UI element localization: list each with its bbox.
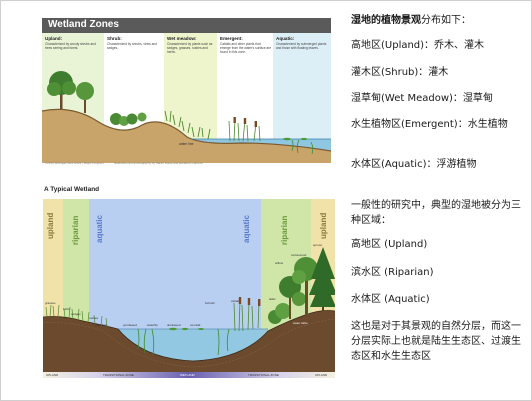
annotation: forbs: [63, 307, 70, 311]
annotation: reed flats: [95, 323, 108, 327]
heading-bold: 湿地的植物景观: [351, 15, 421, 26]
zone-label: Aquatic:: [276, 36, 295, 41]
typical-wetland-title: A Typical Wetland: [44, 186, 100, 193]
zone-list-item: 湿草甸(Wet Meadow)：湿草甸: [351, 93, 493, 104]
annotation: duckweed: [167, 323, 181, 327]
tree-icon: [292, 257, 318, 315]
band-label-riparian: riparian: [71, 215, 80, 245]
annotation: water table: [293, 321, 308, 325]
water-table-line: [43, 318, 335, 368]
zone-label: Upland:: [45, 36, 63, 41]
heading-line: 湿地的植物景观分布如下：: [351, 13, 526, 28]
annotation: bulrush: [205, 301, 215, 305]
heading-rest: 分布如下：: [421, 15, 471, 26]
soil-layer: [42, 109, 331, 163]
annotation: spruce: [313, 243, 323, 247]
zone-description: Characterized by plants such as sedges, …: [167, 42, 213, 54]
annotation: waterlily: [147, 323, 158, 327]
zone-description: Characterized by submerged plants and th…: [276, 42, 327, 50]
bar-label-transitional: TRANSITIONAL ZONE: [103, 373, 134, 377]
terrain-illustration: [42, 71, 331, 163]
zone-label: Shrub:: [107, 36, 122, 41]
zone-label: Emergent:: [220, 36, 243, 41]
region-list-item: 滨水区 (Riparian): [351, 267, 434, 278]
zone-emergent: Emergent: Cattails and other plants that…: [217, 33, 273, 151]
zone-label: Wet meadow:: [167, 36, 197, 41]
cattail-icon: [233, 297, 261, 332]
zone-description: Cattails and other plants that emerge fr…: [220, 42, 272, 54]
zone-list-item: 水体区(Aquatic)：浮游植物: [351, 159, 477, 170]
zone-aquatic: Aquatic: Characterized by submerged plan…: [273, 33, 331, 151]
ground-line: [43, 310, 335, 362]
annotation: cottonwood: [291, 253, 307, 257]
figure-credit: Illustration and photography by Sarah Ro…: [114, 161, 203, 165]
soil-layer: [43, 310, 335, 372]
bar-label-upland: UPLAND: [315, 373, 328, 377]
typical-wetland-figure: upland riparian aquatic aquatic riparian…: [43, 199, 335, 383]
annotation: willow: [275, 261, 284, 265]
annotation: pondweed: [123, 323, 137, 327]
zone-description: Characterized by woody shrubs and trees …: [45, 42, 96, 50]
shrub-icon: [110, 112, 147, 126]
water-level-label: water line: [179, 142, 194, 146]
annotation: coontail: [190, 323, 201, 327]
band-label-upland: upland: [319, 212, 328, 239]
annotation: rushes: [89, 316, 99, 320]
intro-paragraph: 一般性的研究中，典型的湿地被分为三种区域：: [351, 200, 521, 226]
annotation: alder: [269, 297, 276, 301]
ground-line: [42, 108, 331, 152]
zone-description: Characterized by shrubs, vines and sedge…: [107, 42, 157, 50]
annotation: sedges: [71, 312, 81, 316]
annotation: grasses: [45, 301, 56, 305]
band-label-aquatic: aquatic: [95, 214, 104, 243]
band-label-upland: upland: [46, 212, 55, 239]
region-list-item: 水体区 (Aquatic): [351, 294, 430, 305]
figure-title: Wetland Zones: [48, 19, 119, 30]
grass-icon: [164, 110, 211, 140]
figure-title-bar: Wetland Zones: [42, 18, 331, 33]
band-label-riparian: riparian: [280, 215, 289, 245]
spruce-icon: [309, 247, 335, 311]
zone-list-item: 灌木区(Shrub)：灌木: [351, 67, 449, 78]
tree-icon: [76, 82, 94, 113]
aquatic-plant-icon: [137, 327, 230, 356]
grass-icon: [45, 304, 108, 328]
bar-label-transitional: TRANSITIONAL ZONE: [248, 373, 279, 377]
band-label-aquatic: aquatic: [242, 214, 251, 243]
aquatic-plant-icon: [283, 137, 314, 155]
region-list-item: 高地区 (Upland): [351, 239, 428, 250]
closing-paragraph: 这也是对于其景观的自然分层，而这一分层实际上也就是陆生生态区、过渡生态区和水生生…: [351, 321, 521, 362]
cattail-icon: [228, 117, 261, 142]
zone-gradient-bar: [43, 372, 335, 378]
figure-credit: ©2010 Michigan Sea Grant / Major Program: [45, 161, 104, 165]
zone-list-item: 高地区(Upland)：乔木、灌木: [351, 40, 485, 51]
bar-label-wetland: WETLAND: [180, 373, 195, 377]
tree-icon: [47, 71, 76, 109]
annotation: cattail: [231, 299, 239, 303]
wetland-zones-figure: Wetland Zones Upland: Characterized by w…: [42, 18, 331, 168]
zone-list-item: 水生植物区(Emergent)：水生植物: [351, 119, 508, 130]
bar-label-upland: UPLAND: [46, 373, 59, 377]
wetland-cross-section: [43, 199, 335, 372]
